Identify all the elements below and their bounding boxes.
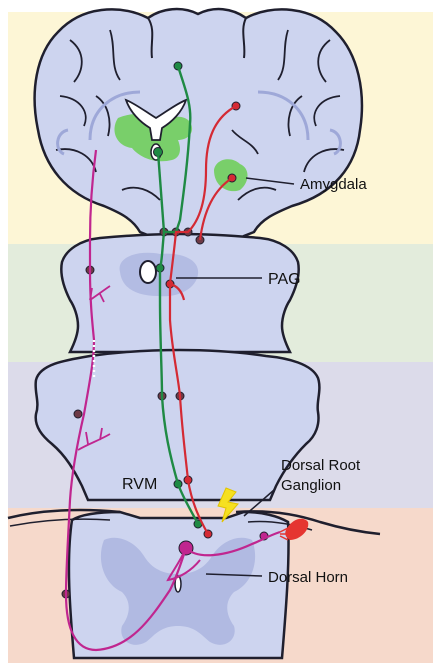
label-drg-line2: Ganglion bbox=[281, 477, 341, 494]
medulla-lateral-dot bbox=[74, 410, 82, 418]
label-rvm: RVM bbox=[122, 476, 157, 493]
label-pag: PAG bbox=[268, 271, 301, 288]
cerebral-aqueduct bbox=[140, 261, 156, 283]
label-drg-line1: Dorsal Root bbox=[281, 457, 361, 474]
label-dorsal-horn: Dorsal Horn bbox=[268, 569, 348, 586]
label-amygdala: Amygdala bbox=[300, 176, 367, 193]
